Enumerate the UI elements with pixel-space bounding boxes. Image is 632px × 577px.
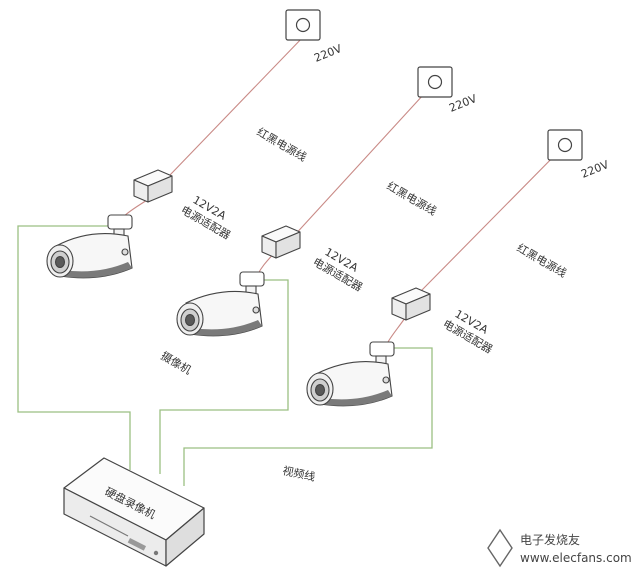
camera-2	[176, 271, 265, 337]
outlet-1-voltage: 220V	[312, 42, 344, 65]
video-cable-camera-1	[17, 225, 131, 470]
power-cable-2	[291, 81, 436, 239]
camera-1	[46, 214, 133, 279]
video-cable-camera-2	[159, 279, 289, 474]
video-cable-label: 视频线	[281, 463, 316, 484]
power-cable-3	[419, 144, 566, 293]
power-cables	[121, 34, 566, 343]
watermark-brand: 电子发烧友	[520, 532, 580, 547]
watermark-url: www.elecfans.com	[520, 551, 632, 565]
power-cable-1	[169, 34, 306, 176]
camera-3	[306, 341, 395, 407]
power-adapter-3	[391, 287, 431, 321]
power-cable-label-3: 红黑电源线	[515, 240, 570, 280]
camera-label: 摄像机	[159, 348, 195, 377]
video-cable-camera-3	[183, 347, 433, 486]
power-cable-label-1: 红黑电源线	[255, 124, 310, 164]
video-cables	[17, 225, 433, 486]
watermark-icon	[487, 528, 513, 568]
adapter-lead-3	[387, 317, 406, 343]
dvr-recorder	[63, 457, 205, 567]
watermark-logo: 电子发烧友 www.elecfans.com	[487, 528, 632, 568]
outlet-3	[547, 129, 583, 161]
power-adapter-1	[133, 169, 173, 203]
outlet-2	[417, 66, 453, 98]
outlet-1	[285, 9, 321, 41]
power-adapter-2	[261, 225, 301, 259]
power-cable-label-2: 红黑电源线	[385, 178, 440, 218]
outlet-3-voltage: 220V	[579, 158, 611, 181]
